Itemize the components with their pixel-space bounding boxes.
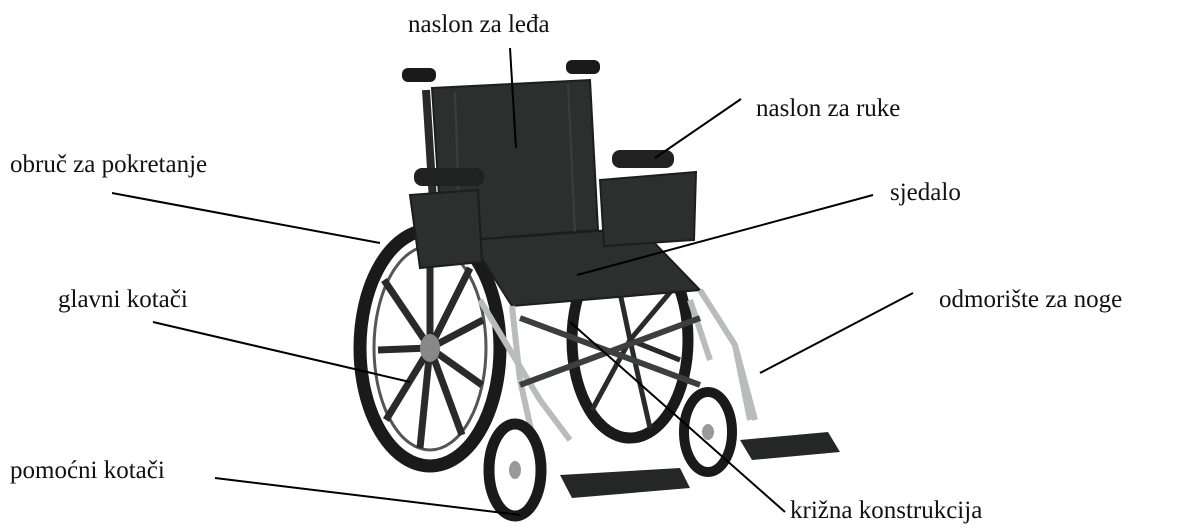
caster-wheel-left: [489, 424, 541, 516]
leader-line-push-rim: [112, 193, 380, 243]
leader-line-footrest: [760, 293, 913, 373]
label-armrest: naslon za ruke: [756, 96, 900, 121]
label-cross-frame: križna konstrukcija: [790, 498, 982, 523]
footrest-left: [560, 468, 690, 498]
label-push-rim: obruč za pokretanje: [10, 152, 207, 177]
leader-line-main-wheels: [153, 322, 410, 382]
label-seat: sjedalo: [890, 180, 961, 205]
label-footrest: odmorište za noge: [939, 287, 1122, 312]
label-caster-wheels: pomoćni kotači: [10, 458, 165, 483]
leader-line-armrest: [655, 99, 741, 158]
label-main-wheels: glavni kotači: [58, 287, 188, 312]
label-backrest: naslon za leđa: [408, 12, 550, 37]
armrest-left-pad: [414, 168, 484, 186]
armrest-right-pad: [612, 150, 674, 168]
leader-line-caster-wheels: [215, 478, 520, 515]
wheelchair-illustration: [360, 60, 840, 516]
footrest-right: [740, 432, 840, 460]
